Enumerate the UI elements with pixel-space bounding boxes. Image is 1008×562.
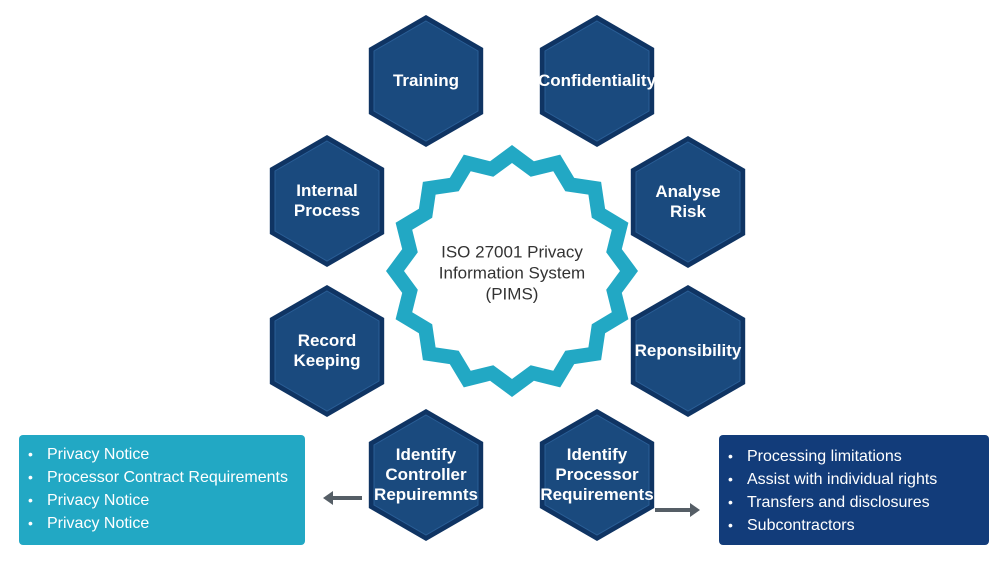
center-title-line: (PIMS) [485,284,539,304]
hexagon-inner-confidentiality [544,20,650,142]
hexagon-label-line: Confidentiality [537,71,657,90]
list-item: Processor Contract Requirements [28,466,305,489]
hexagon-label-line: Internal [296,181,358,200]
hexagon-inner-internal-process [274,140,380,262]
center-title-line: Information System [438,263,586,283]
hexagon-label-line: Keeping [293,351,361,370]
list-item: Privacy Notice [28,443,305,466]
hexagon-inner-record-keeping [274,290,380,412]
hexagon-label-line: Controller [385,465,467,484]
hexagon-label-line: Processor [555,465,639,484]
hexagon-label-line: Identify [395,445,457,464]
list-item: Transfers and disclosures [728,491,989,514]
list-item: Privacy Notice [28,512,305,535]
center-title-line: ISO 27001 Privacy [441,242,583,262]
hexagon-label-reponsibility: Reponsibility [635,341,742,361]
list-item: Privacy Notice [28,489,305,512]
list-item: Processing limitations [728,445,989,468]
hexagon-inner-identify-processor [544,414,650,536]
hexagon-label-line: Risk [670,202,706,221]
hexagon-label-line: Training [392,71,460,90]
hexagon-label-line: Process [293,201,361,220]
list-item: Subcontractors [728,514,989,537]
list-item: Assist with individual rights [728,468,989,491]
hexagon-label-training: Training [393,71,459,91]
processor-requirements-box: Processing limitations Assist with indiv… [719,435,989,545]
hexagon-label-line: Record [297,331,357,350]
arrow-left [323,491,362,505]
arrow-right [655,503,700,517]
hexagon-label-line: Requirements [540,485,654,504]
hexagon-label-line: Reponsibility [634,341,742,360]
controller-requirements-box: Privacy Notice Processor Contract Requir… [19,435,305,545]
hexagon-inner-analyse-risk [635,141,741,263]
center-ring-inner [404,163,620,379]
hexagon-label-confidentiality: Confidentiality [538,71,656,91]
hexagon-inner-training [373,20,479,142]
hexagon-inner-identify-controller [373,414,479,536]
hexagon-inner-reponsibility [635,290,741,412]
hexagon-label-line: Identify [566,445,628,464]
hexagon-label-line: Repuiremnts [374,485,478,504]
hexagon-label-line: Analyse [655,182,721,201]
